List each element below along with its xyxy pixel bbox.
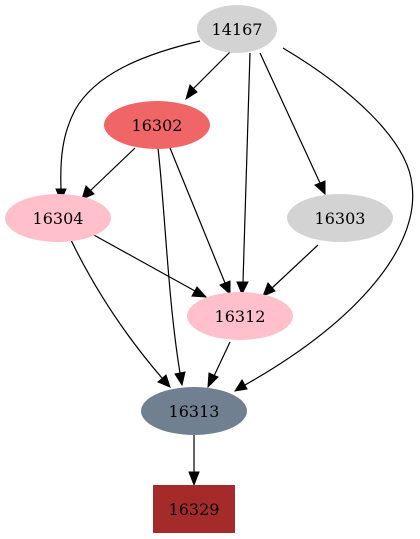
node-shape-16303 (287, 194, 393, 242)
node-label-16302: 16302 (132, 116, 183, 135)
node-shape-16329 (153, 485, 235, 533)
node-shape-16313 (141, 387, 247, 435)
edge-16312-16313 (213, 341, 231, 377)
node-label-16312: 16312 (215, 307, 266, 326)
edge-head-16312-16313 (207, 372, 219, 389)
node-label-16304: 16304 (33, 209, 84, 228)
node-label-16329: 16329 (169, 500, 220, 519)
node-shape-16304 (5, 194, 111, 242)
edge-head-14167-16302 (185, 84, 198, 101)
node-16313[interactable]: 16313 (141, 387, 247, 435)
node-16303[interactable]: 16303 (287, 194, 393, 242)
edge-head-14167-16303 (314, 180, 326, 196)
edge-layer (55, 40, 414, 487)
edge-16302-16304 (89, 147, 136, 192)
edge-head-16313-16329 (188, 471, 200, 487)
node-shape-16302 (104, 101, 210, 149)
edge-14167-16303 (259, 52, 321, 184)
edge-14167-16313 (244, 47, 414, 386)
node-16304[interactable]: 16304 (5, 194, 111, 242)
edge-head-14167-16313 (233, 379, 248, 392)
edge-head-16302-16304 (81, 185, 95, 200)
node-label-16303: 16303 (315, 209, 366, 228)
node-16302[interactable]: 16302 (104, 101, 210, 149)
node-14167[interactable]: 14167 (197, 5, 277, 53)
edge-16303-16312 (271, 244, 319, 289)
edge-head-16302-16313 (174, 371, 186, 387)
edge-head-14167-16312 (236, 281, 249, 296)
edge-14167-16302 (192, 51, 231, 90)
edge-16302-16312 (169, 147, 226, 284)
edge-14167-16312 (242, 52, 251, 283)
edge-14167-16304 (60, 40, 201, 190)
node-layer: 14167 16302 16304 16303 16312 16313 1632… (5, 5, 393, 533)
node-label-14167: 14167 (212, 20, 263, 39)
edge-head-16302-16312 (219, 280, 231, 296)
node-16329[interactable]: 16329 (153, 485, 235, 533)
edge-head-16304-16312 (191, 286, 208, 298)
edge-head-16303-16312 (262, 282, 276, 297)
edge-16304-16312 (91, 233, 196, 292)
node-shape-14167 (197, 5, 277, 53)
node-shape-16312 (187, 292, 293, 340)
edge-16302-16313 (157, 147, 181, 374)
edge-head-16304-16313 (157, 374, 171, 388)
node-label-16313: 16313 (169, 402, 220, 421)
edge-16304-16313 (69, 237, 163, 379)
node-16312[interactable]: 16312 (187, 292, 293, 340)
